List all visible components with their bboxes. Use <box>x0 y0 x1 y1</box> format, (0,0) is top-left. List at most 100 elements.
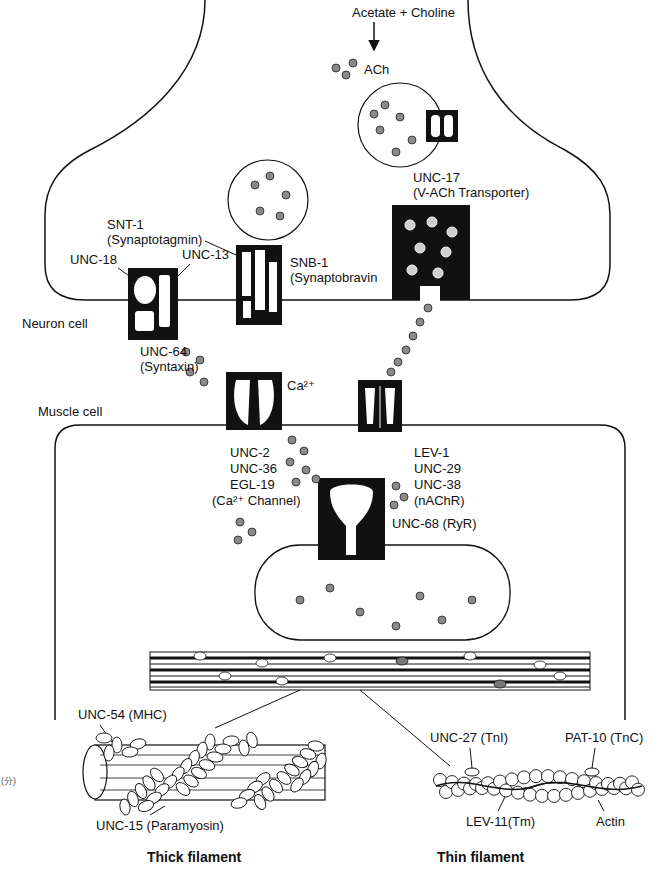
figure-caption: Thick filament <box>147 850 241 865</box>
margin-mark: (分) <box>1 776 16 787</box>
molecule-dot <box>392 622 400 630</box>
myosin-head <box>252 793 268 812</box>
filament-line <box>150 681 590 684</box>
myosin-head <box>534 661 546 669</box>
actin-monomer <box>632 783 645 796</box>
leader-line <box>470 748 472 768</box>
myosin-head <box>554 672 566 680</box>
protein-label: UNC-15 (Paramyosin) <box>96 818 224 833</box>
myosin-head <box>122 746 139 758</box>
leader-line <box>178 264 190 276</box>
cell-label: Neuron cell <box>22 316 88 331</box>
protein-label: (Synaptotagmin) <box>107 232 202 247</box>
actin-monomer <box>512 786 525 799</box>
actin-monomer <box>518 771 531 784</box>
muscle-outline <box>55 425 625 720</box>
figure-caption: Thin filament <box>437 850 524 865</box>
myosin-head <box>238 739 251 756</box>
molecule-dot <box>248 528 256 536</box>
protein-label: EGL-19 <box>230 477 275 492</box>
molecule-dot <box>356 608 364 616</box>
protein-box <box>392 205 470 300</box>
filament-line <box>150 676 590 677</box>
leader-line <box>598 800 604 811</box>
molecule-dot <box>416 318 424 326</box>
molecule-label: ACh <box>364 62 389 77</box>
protein-shape <box>380 386 381 428</box>
actin-monomer <box>560 788 573 801</box>
snare-symbol <box>236 245 282 325</box>
myosin-head <box>256 659 268 667</box>
precursor-label: Acetate + Choline <box>352 5 455 20</box>
myosin-head <box>494 680 506 688</box>
molecule-dot <box>251 181 259 189</box>
protein-label: UNC-64 <box>140 344 187 359</box>
protein-box <box>426 110 458 142</box>
calcium-channel-symbol <box>226 372 282 430</box>
actin-monomer <box>536 789 549 802</box>
leader-line <box>592 748 595 768</box>
molecule-dot <box>409 332 417 340</box>
actin-monomer <box>506 773 519 786</box>
protein-label: SNT-1 <box>107 217 144 232</box>
actin-monomer <box>548 789 561 802</box>
protein-shape <box>255 250 265 310</box>
myosin-head <box>103 745 114 762</box>
vesicle <box>228 160 308 240</box>
molecule-dot <box>390 501 398 509</box>
molecule-dot <box>326 584 334 592</box>
protein-label: UNC-17 <box>413 170 460 185</box>
myosin-head <box>324 654 336 662</box>
molecule-dot <box>234 536 242 544</box>
release-pore <box>420 286 440 301</box>
actin-monomer <box>572 786 585 799</box>
actin-monomer <box>530 770 543 783</box>
protein-label: UNC-18 <box>70 252 117 267</box>
filament-cap <box>83 745 107 799</box>
molecule-dot <box>288 436 296 444</box>
thin-filament-figure <box>434 768 645 802</box>
filament-line <box>150 687 590 688</box>
molecule-dot <box>396 113 404 121</box>
protein-label: (Synaptobravin <box>290 270 377 285</box>
molecule-dot <box>256 207 264 215</box>
protein-shape <box>243 301 251 318</box>
protein-label: SNB-1 <box>290 255 328 270</box>
molecule-dot <box>408 136 416 144</box>
protein-shape <box>134 276 156 304</box>
molecule-dot <box>302 466 310 474</box>
actin-monomer <box>554 771 567 784</box>
myosin-head <box>137 798 156 813</box>
molecule-dot <box>424 304 432 312</box>
molecule-dot <box>441 247 451 257</box>
molecule-dot <box>349 59 357 67</box>
myosin-head <box>230 796 248 810</box>
protein-label: (V-ACh Transporter) <box>413 185 529 200</box>
leader-line <box>118 268 132 278</box>
protein-label: UNC-2 <box>230 445 270 460</box>
ion-label: Ca²⁺ <box>287 378 315 393</box>
myosin-head <box>396 657 408 665</box>
molecule-dot <box>300 447 308 455</box>
protein-box <box>358 380 402 432</box>
myosin-head <box>276 677 288 685</box>
protein-label: Actin <box>596 814 625 829</box>
zoom-line <box>215 690 300 728</box>
molecule-dot <box>438 616 446 624</box>
protein-label: UNC-68 (RyR) <box>392 516 477 531</box>
protein-label: LEV-1 <box>414 445 449 460</box>
molecule-dot <box>370 110 378 118</box>
ryr-symbol <box>318 478 385 560</box>
molecule-dot <box>200 378 208 386</box>
filament-line <box>100 778 325 779</box>
molecule-dot <box>416 592 424 600</box>
molecule-dot <box>387 368 395 376</box>
neuron-outline <box>45 0 610 300</box>
molecule-dot <box>394 358 402 366</box>
molecule-dot <box>332 64 340 72</box>
molecule-dot <box>276 212 284 220</box>
protein-shape <box>234 380 250 425</box>
molecule-dot <box>433 268 443 278</box>
myosin-head <box>96 733 112 743</box>
